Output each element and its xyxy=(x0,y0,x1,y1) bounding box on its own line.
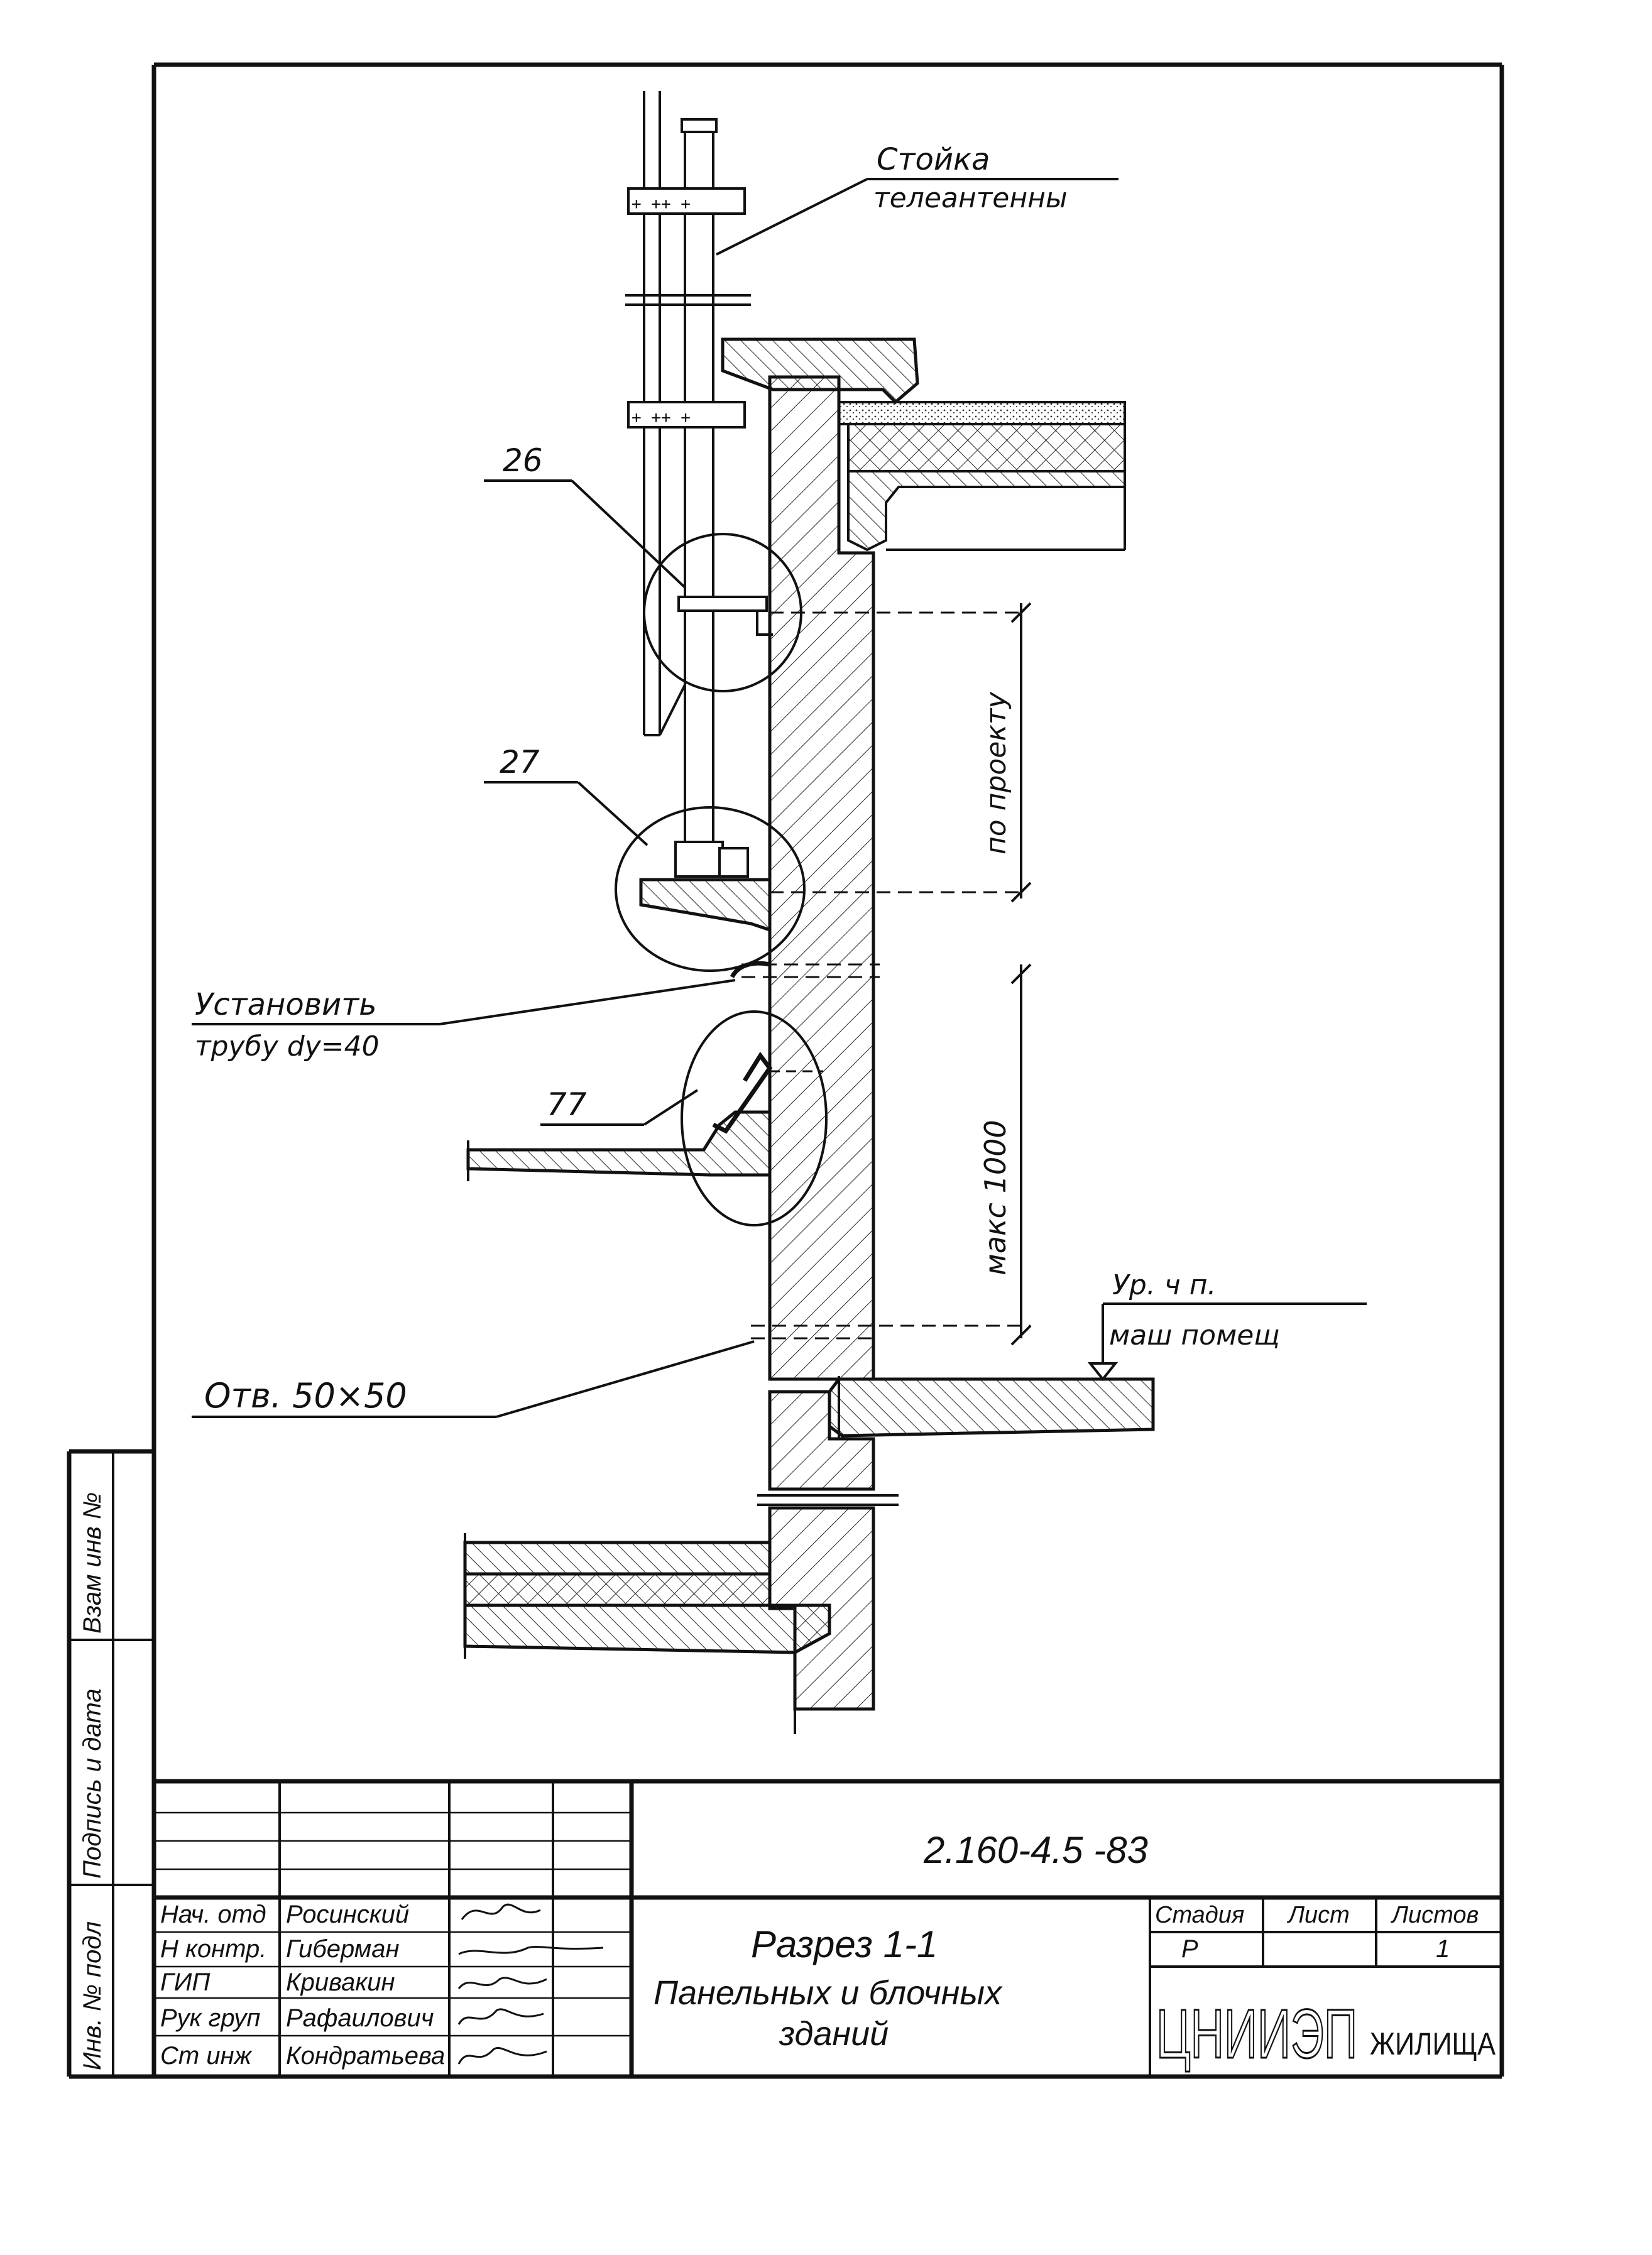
sheets-header: Листов xyxy=(1390,1902,1479,1928)
detail-circle-77 xyxy=(681,1010,828,1226)
side-stamp-field-2: Подпись и дата xyxy=(79,1688,106,1879)
name-4: Рафаилович xyxy=(286,2004,434,2032)
antenna-mast-label: Стойка xyxy=(877,142,990,177)
level-label-2: маш помещ xyxy=(1109,1319,1280,1351)
dim-by-project: по проекту xyxy=(980,691,1012,854)
leader-lines xyxy=(192,178,1119,1418)
svg-text:+ ++ +: + ++ + xyxy=(632,195,691,214)
canopy-slab xyxy=(466,1110,772,1177)
callout-27: 27 xyxy=(500,744,540,780)
level-label: Ур. ч п. xyxy=(1112,1269,1216,1301)
antenna-mast-label-2: телеантенны xyxy=(873,182,1068,214)
antenna-mast: + ++ + + ++ + xyxy=(625,91,773,932)
callout-26: 26 xyxy=(503,442,543,479)
lower-floor-slab xyxy=(463,1533,831,1659)
signatures xyxy=(457,1903,604,2065)
detail-circle-27 xyxy=(615,806,806,972)
document-code: 2.160-4.5 -83 xyxy=(923,1829,1148,1871)
side-stamp: Взам инв № Подпись и дата Инв. № подл xyxy=(79,1492,106,2070)
sheet-header: Лист xyxy=(1286,1902,1350,1928)
dimension-lines xyxy=(1010,602,1032,1346)
machine-room-floor xyxy=(828,1377,1155,1438)
role-1: Нач. отд xyxy=(160,1901,266,1928)
side-stamp-field-3: Инв. № подл xyxy=(79,1921,106,2070)
sheet-frame xyxy=(67,62,1504,2079)
drawing-title: Разрез 1-1 xyxy=(751,1923,938,1965)
level-mark xyxy=(1087,1302,1367,1382)
name-1: Росинский xyxy=(286,1901,409,1928)
name-2: Гиберман xyxy=(286,1935,399,1963)
role-4: Рук груп xyxy=(160,2004,260,2032)
roof-slab xyxy=(838,401,1126,552)
role-3: ГИП xyxy=(160,1968,211,1996)
title-block: 2.160-4.5 -83 Нач. отд Росинский Н контр… xyxy=(154,1779,1502,2077)
name-3: Кривакин xyxy=(286,1968,395,1996)
sheets-value: 1 xyxy=(1436,1935,1450,1963)
role-5: Ст инж xyxy=(160,2042,253,2070)
role-2: Н контр. xyxy=(160,1935,266,1963)
section-drawing: + ++ + + ++ + xyxy=(192,91,1367,1734)
stage-value: Р xyxy=(1181,1935,1198,1963)
svg-text:+ ++ +: + ++ + xyxy=(632,408,691,427)
org-word: ЖИЛИЩА xyxy=(1370,2026,1496,2061)
install-pipe-label-2: трубу dу=40 xyxy=(195,1030,380,1062)
dim-max-1000: макс 1000 xyxy=(978,1120,1012,1275)
side-stamp-field-1: Взам инв № xyxy=(79,1492,106,1634)
name-5: Кондратьева xyxy=(286,2042,445,2070)
opening-label: Отв. 50×50 xyxy=(204,1376,407,1416)
callout-77: 77 xyxy=(547,1086,587,1123)
install-pipe-label: Установить xyxy=(195,987,377,1022)
parapet-coping xyxy=(721,337,919,405)
org-abbreviation: ЦНИИЭП xyxy=(1156,1996,1357,2073)
drawing-title-3: зданий xyxy=(779,2015,889,2053)
drawing-title-2: Панельных и блочных xyxy=(654,1974,1003,2012)
stage-header: Стадия xyxy=(1155,1902,1244,1928)
